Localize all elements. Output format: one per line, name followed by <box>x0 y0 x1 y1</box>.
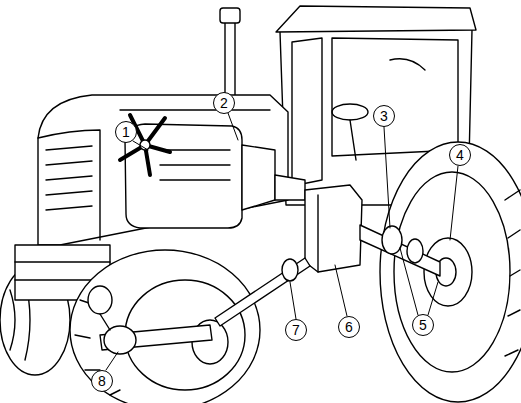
drawing-stroke <box>160 150 230 180</box>
drawing-stroke <box>276 6 476 32</box>
drawing-stroke <box>382 226 402 254</box>
callout-number: 5 <box>412 314 434 336</box>
drawing-stroke <box>332 104 368 120</box>
drawing-stroke <box>407 239 423 263</box>
drawing-stroke <box>220 8 240 23</box>
drawing-stroke <box>390 59 425 70</box>
drawing-stroke <box>106 352 118 370</box>
drawing-stroke <box>242 145 275 210</box>
hood <box>38 95 288 245</box>
drawing-stroke <box>88 286 112 314</box>
drawing-stroke <box>282 259 298 281</box>
drawing-stroke <box>450 166 458 240</box>
drawing-stroke <box>215 258 310 326</box>
callout-number: 4 <box>449 144 471 166</box>
drawing-stroke <box>38 95 288 245</box>
drawing-stroke <box>133 141 148 150</box>
front-drive-shaft <box>215 258 310 326</box>
drawing-stroke <box>100 314 110 330</box>
drawing-stroke <box>350 120 356 160</box>
drawing-stroke <box>505 190 520 356</box>
front-axle <box>88 286 212 354</box>
callout-number: 1 <box>115 121 137 143</box>
drawing-stroke <box>46 146 92 210</box>
drawing-stroke <box>305 185 362 272</box>
callout-number: 3 <box>373 105 395 127</box>
drawing-stroke <box>290 282 296 319</box>
engine <box>120 115 242 228</box>
drawing-stroke <box>317 195 318 272</box>
callout-number: 2 <box>213 92 235 114</box>
leader-lines <box>106 113 458 370</box>
drawing-stroke <box>292 38 322 186</box>
gearbox <box>242 145 362 272</box>
drawing-stroke <box>332 38 458 156</box>
drawing-stroke <box>38 130 100 240</box>
drawing-stroke <box>335 265 347 316</box>
callout-number: 7 <box>285 319 307 341</box>
callout-number: 8 <box>91 370 113 392</box>
drawing-stroke <box>394 172 510 372</box>
drawing-stroke <box>120 109 270 110</box>
drawing-stroke <box>360 225 440 276</box>
drawing-stroke <box>275 175 305 200</box>
drawing-stroke <box>384 127 390 228</box>
drawing-stroke <box>400 248 438 315</box>
drawing-stroke <box>228 113 238 140</box>
drawing-stroke <box>380 142 521 402</box>
callout-number: 6 <box>338 316 360 338</box>
drawing-stroke <box>104 326 136 354</box>
rear-axle <box>360 225 440 276</box>
rear-wheel <box>380 142 521 402</box>
drawing-stroke <box>70 250 260 403</box>
front-wheel <box>70 250 260 403</box>
